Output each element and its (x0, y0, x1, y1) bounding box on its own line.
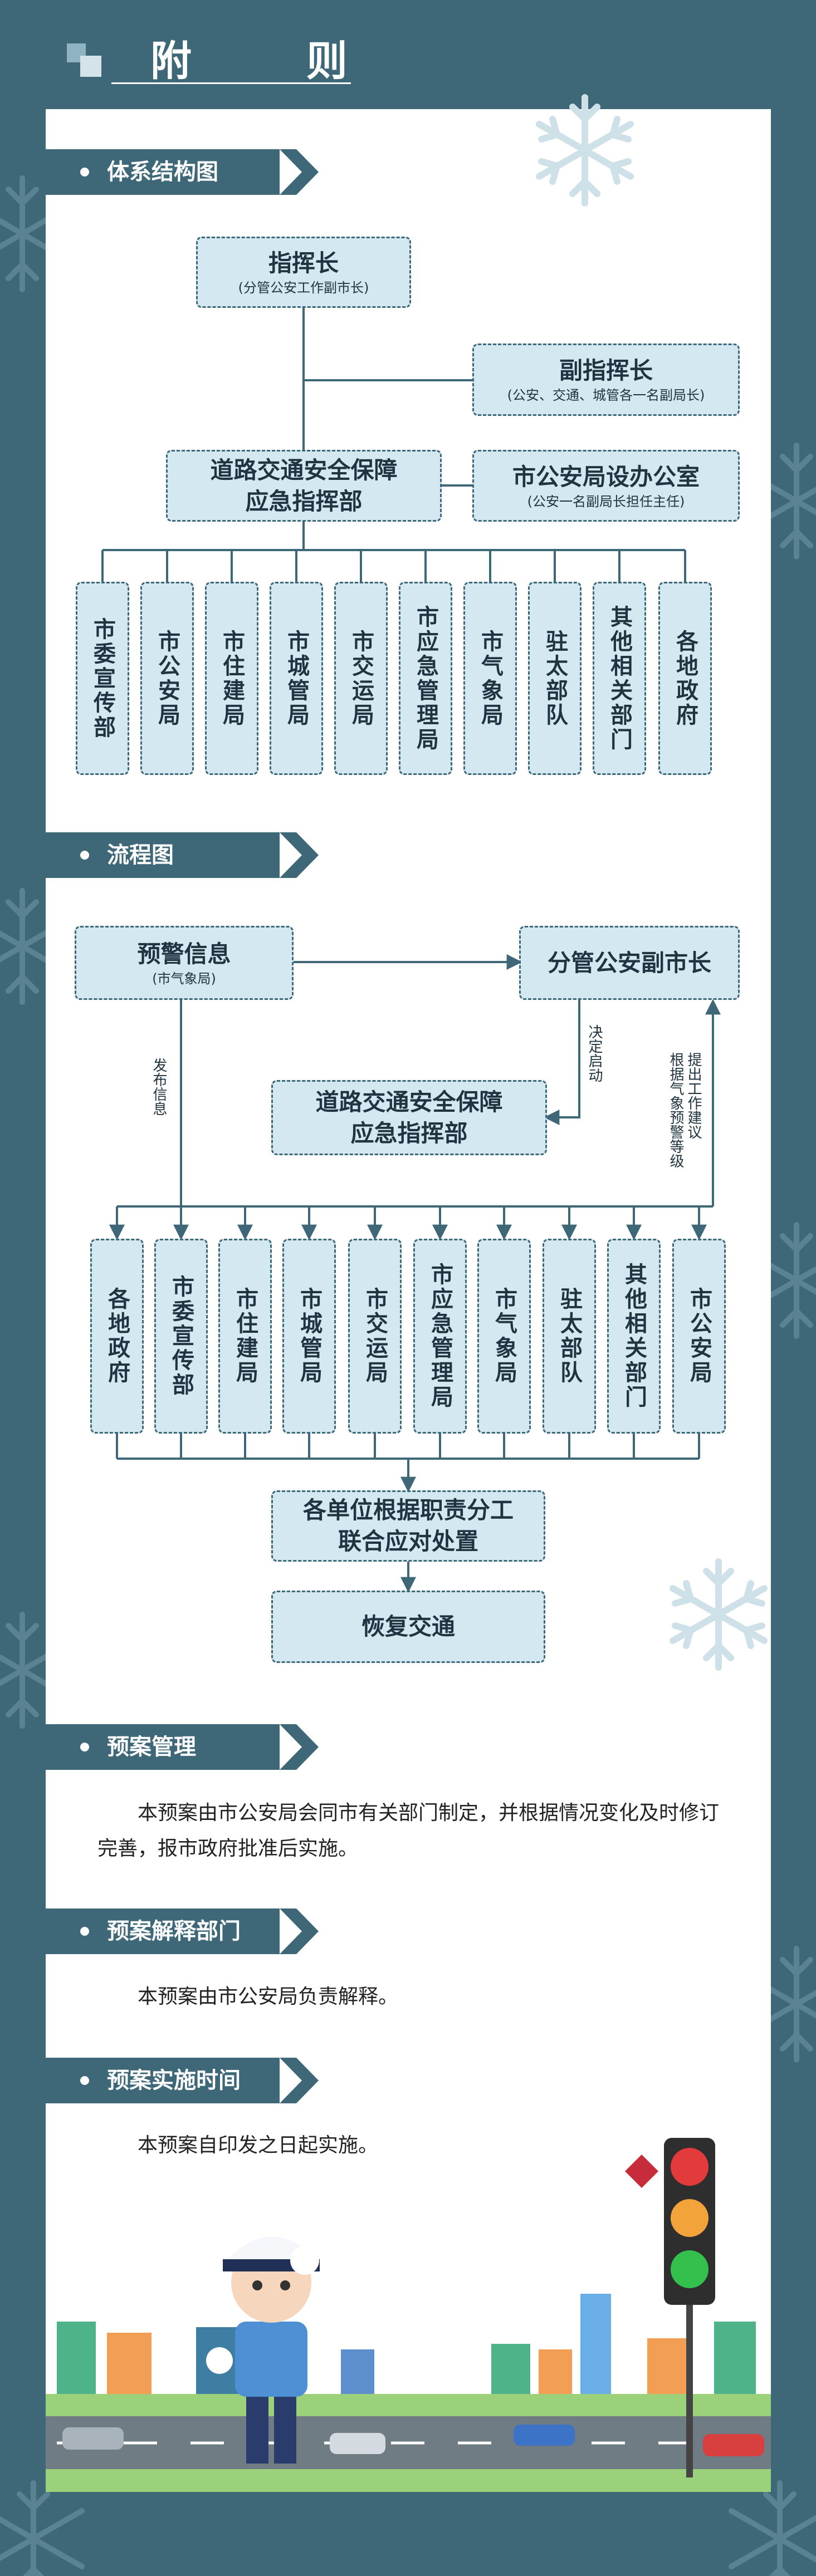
warning-title: 预警信息 (137, 940, 231, 968)
commander-title: 指挥长 (268, 249, 339, 277)
restore-traffic-title: 恢复交通 (361, 1613, 455, 1640)
flow-unit-label: 市城管局 (296, 1287, 322, 1385)
bullet-icon (80, 2076, 89, 2085)
flow-unit-label: 市委宣传部 (168, 1275, 194, 1397)
flow-headquarters-line1: 道路交通安全保障 (315, 1088, 503, 1116)
flow-headquarters-line2: 应急指挥部 (350, 1119, 468, 1147)
unit-box: 市气象局 (463, 582, 517, 775)
unit-box: 市住建局 (205, 582, 258, 775)
arrow-icon (280, 2058, 319, 2103)
flow-unit-box: 市气象局 (477, 1239, 531, 1434)
interpretation-paragraph: 本预案由市公安局负责解释。 (138, 1985, 399, 2008)
unit-box: 市交运局 (334, 582, 388, 775)
deputy-note: (公安、交通、城管各一名副局长) (507, 387, 705, 403)
deputy-title: 副指挥长 (559, 357, 653, 384)
flow-unit-box: 其他相关部门 (607, 1239, 661, 1434)
arrow-icon (280, 149, 319, 195)
headquarters-box: 道路交通安全保障 应急指挥部 (166, 450, 442, 522)
unit-box: 市应急管理局 (399, 582, 452, 775)
management-paragraph: 本预案由市公安局会同市有关部门制定，并根据情况变化及时修订完善，报市政府批准后实… (97, 1802, 720, 1860)
decide-start-label: 决定启动 (586, 1024, 603, 1082)
flow-unit-label: 市气象局 (491, 1287, 517, 1385)
bullet-icon (80, 1927, 89, 1936)
flow-unit-box: 市委宣传部 (154, 1239, 208, 1434)
commander-box: 指挥长 (分管公安工作副市长) (196, 237, 411, 308)
flow-unit-box: 市交运局 (348, 1239, 402, 1434)
unit-label: 驻太部队 (542, 629, 568, 728)
warning-source: (市气象局) (152, 970, 216, 987)
unit-box: 市公安局 (140, 582, 194, 775)
unit-box: 市城管局 (270, 582, 323, 775)
office-box: 市公安局设办公室 (公安一名副局长担任主任) (472, 450, 740, 522)
bullet-icon (80, 1743, 89, 1751)
publish-info-label: 发布信息 (150, 1058, 167, 1116)
flow-unit-box: 市住建局 (218, 1239, 272, 1434)
warning-level-label: 根据气象预警等级 (667, 1052, 684, 1168)
vice-mayor-box: 分管公安副市长 (519, 926, 740, 1000)
commander-note: (分管公安工作副市长) (238, 280, 369, 296)
flow-unit-box: 市城管局 (282, 1239, 336, 1434)
flow-unit-box: 各地政府 (90, 1239, 144, 1434)
snowflake-icon (536, 94, 634, 207)
flow-unit-label: 市交运局 (362, 1287, 388, 1385)
flow-unit-box: 驻太部队 (543, 1239, 596, 1434)
flow-unit-label: 驻太部队 (556, 1287, 582, 1385)
unit-label: 市委宣传部 (90, 617, 115, 740)
unit-box: 各地政府 (658, 582, 712, 775)
flow-unit-label: 市公安局 (686, 1287, 712, 1385)
unit-label: 市城管局 (284, 629, 309, 728)
warning-info-box: 预警信息 (市气象局) (75, 926, 294, 1000)
arrow-icon (280, 1724, 319, 1770)
headquarters-line1: 道路交通安全保障 (210, 456, 398, 484)
unit-label: 各地政府 (672, 629, 698, 728)
office-note: (公安一名副局长担任主任) (527, 493, 685, 509)
unit-label: 市气象局 (477, 629, 503, 728)
title-underline (111, 82, 351, 84)
unit-box: 其他相关部门 (593, 582, 646, 775)
page-title: 附 则 (150, 37, 398, 85)
unit-label: 市交运局 (348, 629, 374, 728)
flow-unit-box: 市公安局 (672, 1239, 726, 1434)
unit-label: 市应急管理局 (413, 605, 438, 752)
flow-unit-label: 市应急管理局 (427, 1263, 453, 1410)
flow-headquarters-box: 道路交通安全保障 应急指挥部 (271, 1080, 547, 1155)
unit-box: 驻太部队 (528, 582, 582, 775)
flow-unit-label: 其他相关部门 (621, 1263, 647, 1410)
bullet-icon (80, 851, 89, 860)
headquarters-line2: 应急指挥部 (245, 487, 363, 515)
office-title: 市公安局设办公室 (512, 463, 700, 490)
suggestion-label: 提出工作建议 (685, 1052, 702, 1139)
flow-unit-box: 市应急管理局 (413, 1239, 467, 1434)
unit-label: 市公安局 (154, 629, 180, 728)
city-traffic-illustration (46, 2138, 771, 2492)
bullet-icon (80, 168, 89, 176)
unit-box: 市委宣传部 (76, 582, 129, 775)
arrow-icon (280, 1908, 319, 1954)
joint-response-line2: 联合应对处置 (338, 1528, 478, 1555)
vice-mayor-title: 分管公安副市长 (547, 949, 711, 977)
flow-unit-label: 市住建局 (232, 1287, 258, 1385)
implementation-paragraph: 本预案自印发之日起实施。 (138, 2134, 379, 2157)
joint-response-line1: 各单位根据职责分工 (302, 1496, 514, 1524)
unit-label: 其他相关部门 (607, 605, 632, 752)
arrow-icon (280, 832, 319, 878)
deputy-commander-box: 副指挥长 (公安、交通、城管各一名副局长) (472, 344, 740, 416)
flow-unit-label: 各地政府 (104, 1287, 130, 1385)
joint-response-box: 各单位根据职责分工 联合应对处置 (271, 1490, 545, 1562)
unit-label: 市住建局 (219, 629, 245, 728)
snowflake-icon (670, 1558, 768, 1671)
restore-traffic-box: 恢复交通 (271, 1591, 545, 1663)
title-decoration (80, 56, 101, 77)
